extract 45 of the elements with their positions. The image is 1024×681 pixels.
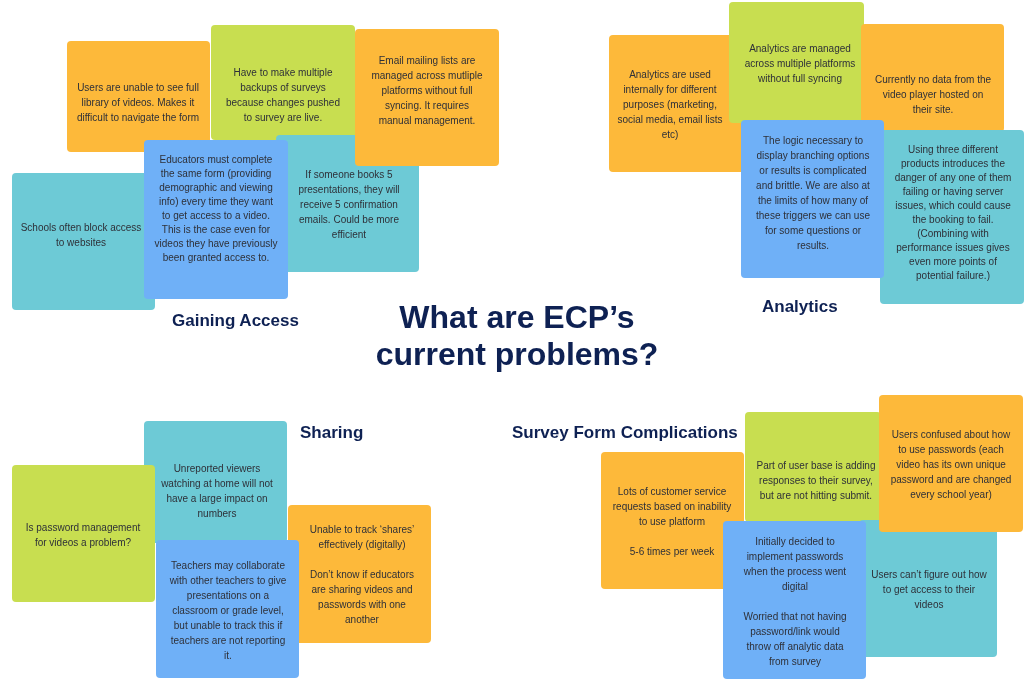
sticky-note [12,465,155,602]
section-heading: Analytics [762,297,838,317]
note-text: Users are unable to see full library of videos. Makes it difficult to navigate the form [76,81,200,125]
note-text: Unable to track ‘shares’ effectively (digitally) [308,523,416,552]
sticky-note [601,452,744,589]
section-heading: Gaining Access [172,311,299,331]
note-text: Using three different products introduces the danger of any one of them failing or having server issues, which could cause the booking to fail. (Combining with performance issues gives even more points of potential failure.) [893,143,1013,283]
sticky-note [144,140,288,299]
note-text: Is password management for videos a problem? [24,521,142,550]
sticky-note [355,29,499,166]
sticky-note [156,540,299,678]
sticky-note [144,421,287,543]
note-text: Lots of customer service requests based on inability to use platform [611,485,733,529]
sticky-note [67,41,210,152]
note-text: Have to make multiple backups of surveys because changes pushed to survey are live. [225,66,341,125]
title-heading: What are ECP’s current problems? [374,299,660,373]
note-text: Educators must complete the same form (providing demographic and viewing info) every time they want to get access to a video. This is the case even for videos they have previously been granted access to. [154,153,278,265]
note-text: Schools often block access to websites [20,221,142,250]
note-text: Part of user base is adding responses to their survey, but are not hitting submit. [755,459,877,503]
section-heading: Sharing [300,423,364,443]
note-text: 5-6 times per week [629,545,715,559]
sticky-note [729,2,864,123]
section-heading: Survey Form Complications [512,423,738,443]
sticky-note [288,505,431,643]
note-text: Teachers may collaborate with other teachers to give presentations on a classroom or grade level, but unable to track this if teachers are not reporting it. [168,559,288,663]
note-text: Worried that not having password/link would throw off analytic data from survey [742,610,848,669]
sticky-note [741,120,884,278]
note-text: Analytics are managed across multiple platforms without full syncing [743,42,857,86]
note-text: Unreported viewers watching at home will not have a large impact on numbers [160,462,274,521]
sticky-note [12,173,155,310]
sticky-note [879,395,1023,532]
note-text: Users can’t figure out how to get access to their videos [870,568,988,612]
sticky-note [211,25,355,140]
sticky-note [723,521,866,679]
note-text: The logic necessary to display branching options or results is complicated and brittle. We are also at the limits of how many of these triggers we can use for some questions or results. [755,134,871,253]
note-text: Currently no data from the video player hosted on their site. [873,73,993,117]
note-text: Analytics are used internally for different purposes (marketing, social media, email lists etc) [616,68,724,142]
sticky-note [880,130,1024,304]
note-text: Initially decided to implement passwords when the process went digital [742,535,848,594]
note-text: Don’t know if educators are sharing videos and passwords with one another [309,568,415,627]
sticky-note [861,24,1004,132]
sticky-note [745,412,881,522]
note-text: Users confused about how to use passwords (each video has its own unique password and are changed every school year) [889,428,1013,502]
note-text: If someone books 5 presentations, they will receive 5 confirmation emails. Could be more efficient [297,168,401,242]
note-text: Email mailing lists are managed across mutliple platforms without full syncing. It requires manual management. [370,54,484,128]
